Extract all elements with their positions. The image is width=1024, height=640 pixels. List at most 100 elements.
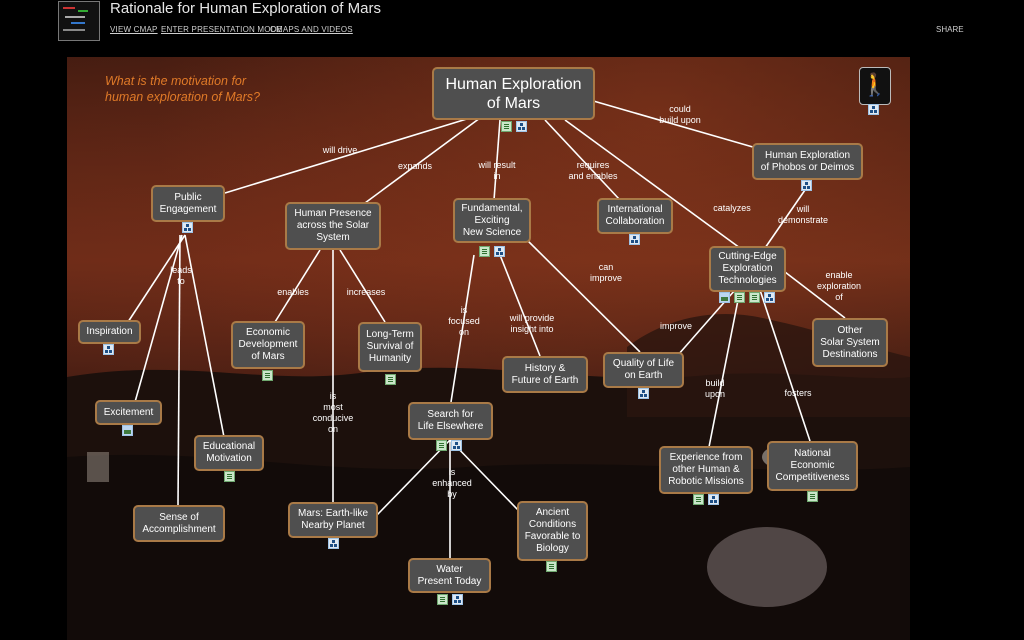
node-text: Life Elsewhere	[417, 421, 484, 432]
concept-map-icon[interactable]	[451, 440, 462, 451]
node-text: New Science	[462, 226, 522, 238]
document-icon[interactable]	[501, 121, 512, 132]
presentation-mode-link[interactable]: ENTER PRESENTATION MODE	[161, 25, 283, 34]
concept-map-icon[interactable]	[182, 222, 193, 233]
link-label: will drive	[323, 145, 358, 156]
node-text: Mars: Earth-like	[297, 508, 368, 519]
node-text: International	[607, 204, 663, 215]
document-icon[interactable]	[479, 246, 490, 257]
concept-map-icon[interactable]	[629, 234, 640, 245]
node-excitement[interactable]: Excitement	[95, 400, 162, 425]
concept-map-icon[interactable]	[764, 292, 775, 303]
link-text: to	[177, 276, 185, 286]
node-text: Fundamental,	[461, 202, 523, 214]
node-text: Educational	[202, 441, 256, 452]
node-text: of Mars	[486, 94, 541, 112]
node-text: Economic	[246, 327, 290, 338]
concept-map-icon[interactable]	[708, 494, 719, 505]
focus-question-line1: What is the motivation for	[105, 74, 247, 88]
concept-map-icon[interactable]	[103, 344, 114, 355]
cmap-thumbnail[interactable]	[58, 1, 100, 41]
link-text: focused	[448, 316, 480, 326]
node-text: of Phobos or Deimos	[760, 161, 855, 173]
concept-map-icon[interactable]	[801, 180, 812, 191]
link-text: build upon	[659, 115, 701, 125]
link-text: conducive	[312, 413, 354, 423]
document-icon[interactable]	[224, 471, 235, 482]
link-text: leads	[170, 265, 192, 275]
link-text: increases	[346, 287, 386, 297]
document-icon[interactable]	[437, 594, 448, 605]
link-text: demonstrate	[777, 215, 829, 225]
link-label: fosters	[784, 388, 811, 399]
node-text: other Human &	[672, 464, 740, 475]
cmaps-videos-link[interactable]: CMAPS AND VIDEOS	[270, 25, 353, 34]
link-text: of	[835, 292, 843, 302]
link-text: catalyzes	[713, 203, 751, 213]
link-text: upon	[704, 389, 726, 399]
node-text: Human Exploration	[764, 149, 851, 161]
node-history-future-earth[interactable]: History &Future of Earth	[502, 356, 588, 393]
document-icon[interactable]	[436, 440, 447, 451]
link-text: can	[598, 262, 614, 272]
image-icon[interactable]	[719, 292, 730, 303]
link-label: increases	[347, 287, 386, 298]
link-text: will drive	[322, 145, 358, 155]
node-text: Other	[837, 324, 863, 336]
document-icon[interactable]	[262, 370, 273, 381]
focus-question-line2: human exploration of Mars?	[105, 90, 260, 104]
concept-map-icon[interactable]	[638, 388, 649, 399]
accessibility-person-icon[interactable]: 🚶	[859, 67, 891, 105]
document-icon[interactable]	[734, 292, 745, 303]
concept-map-icon[interactable]	[328, 538, 339, 549]
document-icon[interactable]	[749, 292, 760, 303]
link-text: expands	[397, 161, 433, 171]
focus-question: What is the motivation for human explora…	[105, 73, 260, 105]
concept-map-icon[interactable]	[494, 246, 505, 257]
image-icon[interactable]	[122, 425, 133, 436]
link-text: build	[705, 378, 725, 388]
link-text: enable	[825, 270, 853, 280]
share-link[interactable]: SHARE	[936, 25, 964, 34]
node-text: Motivation	[206, 453, 252, 464]
document-icon[interactable]	[385, 374, 396, 385]
document-icon[interactable]	[693, 494, 704, 505]
concept-map-icon[interactable]	[452, 594, 463, 605]
node-inspiration[interactable]: Inspiration	[78, 320, 141, 344]
node-text: Present Today	[417, 575, 482, 587]
link-text: requires	[576, 160, 610, 170]
node-text: Economic	[790, 460, 835, 471]
concept-map-icon[interactable]	[868, 104, 879, 115]
node-text: System	[316, 232, 350, 243]
node-text: Search for	[427, 409, 474, 420]
document-icon[interactable]	[546, 561, 557, 572]
node-text: on Earth	[624, 370, 663, 381]
view-cmap-link[interactable]: VIEW CMAP	[110, 25, 158, 34]
concept-map-icon[interactable]	[516, 121, 527, 132]
node-text: across the Solar	[296, 220, 370, 231]
document-icon[interactable]	[807, 491, 818, 502]
